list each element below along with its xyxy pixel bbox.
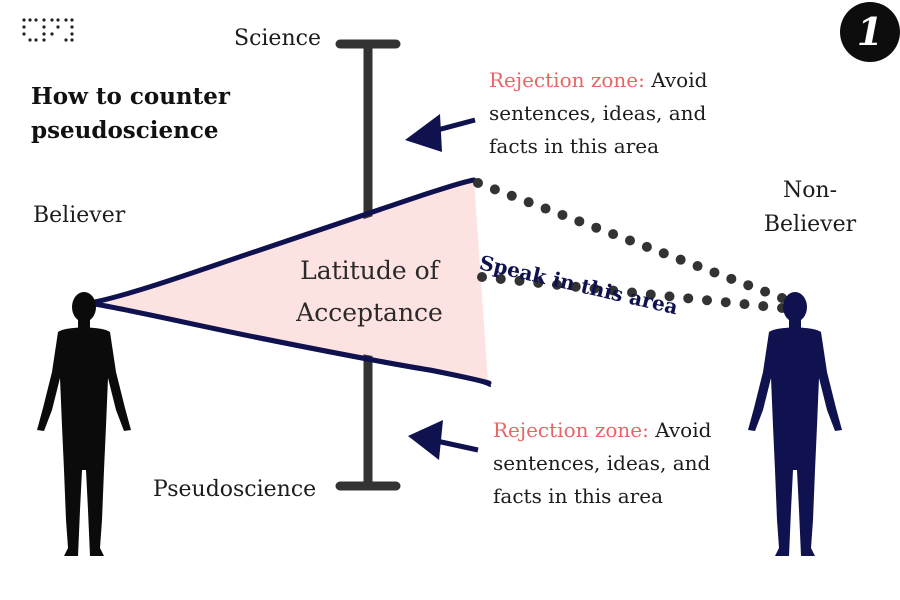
non-believer-line-2: Believer (763, 212, 857, 237)
title-line-2: pseudoscience (31, 117, 219, 144)
dotted-connector-dot (533, 277, 544, 288)
dotted-connector-dot (540, 203, 551, 214)
dotted-connector-dot (658, 248, 669, 259)
pseudoscience-label: Pseudoscience (153, 477, 317, 502)
rejection-bottom-line-1: Rejection zone: Avoid (493, 414, 743, 447)
dotted-connector-dot (523, 197, 534, 208)
dotted-connector-dot (574, 216, 585, 227)
rejection-top-line-2: sentences, ideas, and (489, 101, 707, 125)
person-silhouette-icon (37, 292, 131, 556)
dotted-connector-dot (760, 286, 771, 297)
dotted-connector-dot (692, 261, 703, 272)
rejection-zone-top: Rejection zone: Avoid sentences, ideas, … (489, 64, 739, 163)
rejection-bottom-line-3: facts in this area (493, 484, 663, 508)
dotted-connector-dot (726, 273, 737, 284)
dotted-connector-dot (625, 235, 635, 246)
rejection-top-rest: Avoid (644, 68, 708, 92)
rejection-top-line-1: Rejection zone: Avoid (489, 64, 739, 97)
rejection-top-highlight: Rejection zone: (489, 68, 645, 92)
dotted-connector-dot (720, 297, 731, 308)
dotted-connector-dot (495, 273, 506, 284)
dotted-connector-dot (514, 275, 525, 286)
acceptance-borders (92, 177, 492, 387)
page-title: How to counter pseudoscience (31, 80, 230, 148)
dotted-connector-dot (758, 301, 769, 312)
latitude-line-1: Latitude of (300, 256, 439, 285)
dotted-connector-dot (570, 281, 581, 292)
rejection-top-line-3: facts in this area (489, 134, 659, 158)
dotted-connector-dot (557, 209, 568, 220)
latitude-of-acceptance-label: Latitude of Acceptance (262, 250, 477, 334)
dotted-connector-dot (702, 295, 712, 306)
person-silhouette-icon (748, 292, 842, 556)
dotted-connector-dot (608, 285, 619, 296)
non-believer-line-1: Non- (782, 178, 838, 203)
dotted-connector-dot (489, 184, 500, 195)
dotted-connector-dot (645, 289, 656, 300)
step-number-badge: 1 (840, 2, 900, 62)
dotted-connector-dot (552, 279, 562, 290)
arrow-icon (405, 114, 476, 152)
dotted-connector-dot (675, 254, 686, 265)
dotted-connector-dot (641, 241, 652, 252)
dotted-connector-dot (664, 291, 675, 302)
non-believer-label: Non- Believer (750, 174, 870, 242)
arrow-icon (408, 420, 479, 460)
dotted-connector-dot (627, 287, 637, 298)
title-line-1: How to counter (31, 83, 231, 110)
rejection-bottom-line-2: sentences, ideas, and (493, 451, 711, 475)
dotted-connector-dot (709, 267, 720, 278)
rejection-bottom-rest: Avoid (648, 418, 712, 442)
rejection-bottom-highlight: Rejection zone: (493, 418, 649, 442)
dotted-connector-dot (477, 272, 487, 282)
science-label: Science (234, 26, 321, 51)
latitude-line-2: Acceptance (296, 298, 443, 327)
dotted-connector-dot (683, 293, 694, 304)
dotted-connector-dot (506, 190, 517, 201)
dotted-connector-dot (591, 222, 602, 233)
dotted-connector-dot (743, 280, 754, 291)
dotted-connector-dot (589, 283, 600, 294)
dot-grid-logo-icon (22, 18, 74, 42)
dotted-connector-dot (608, 229, 619, 240)
dotted-connector-dot (739, 299, 750, 310)
dotted-connector-dot (473, 178, 483, 188)
believer-label: Believer (33, 203, 126, 228)
rejection-zone-bottom: Rejection zone: Avoid sentences, ideas, … (493, 414, 743, 513)
